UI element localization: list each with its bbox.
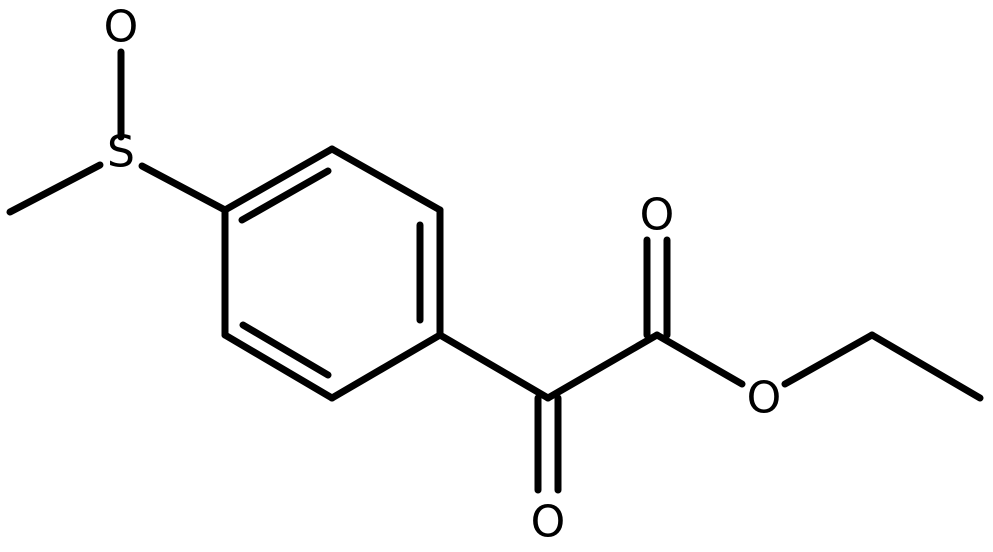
atom-ketone-oxygen: O bbox=[531, 497, 566, 548]
bond-s-ring bbox=[138, 162, 229, 214]
bond-ring-inner-c bbox=[239, 321, 332, 379]
atom-carbonyl-oxygen: O bbox=[640, 190, 675, 241]
atom-sulfoxide-oxygen: O bbox=[104, 2, 139, 53]
bond-ch2-ch3 bbox=[868, 331, 984, 402]
bond-ring-4 bbox=[328, 331, 444, 402]
bond-ring-inner-a bbox=[238, 167, 332, 224]
bond-o-ch2 bbox=[781, 331, 876, 388]
bond-s-methyl bbox=[6, 161, 104, 216]
atom-ester-oxygen: O bbox=[747, 373, 782, 424]
bond-ring-ketone bbox=[436, 331, 552, 402]
bond-ring-5 bbox=[221, 331, 336, 402]
bonds bbox=[6, 48, 984, 494]
bond-ester-single-o bbox=[653, 331, 746, 388]
atom-sulfur: S bbox=[107, 127, 135, 178]
atom-labels: O S O O O bbox=[104, 2, 782, 548]
bond-ring-1 bbox=[221, 145, 336, 214]
bond-ring-2 bbox=[328, 145, 444, 214]
bond-ketone-ester bbox=[544, 331, 661, 402]
